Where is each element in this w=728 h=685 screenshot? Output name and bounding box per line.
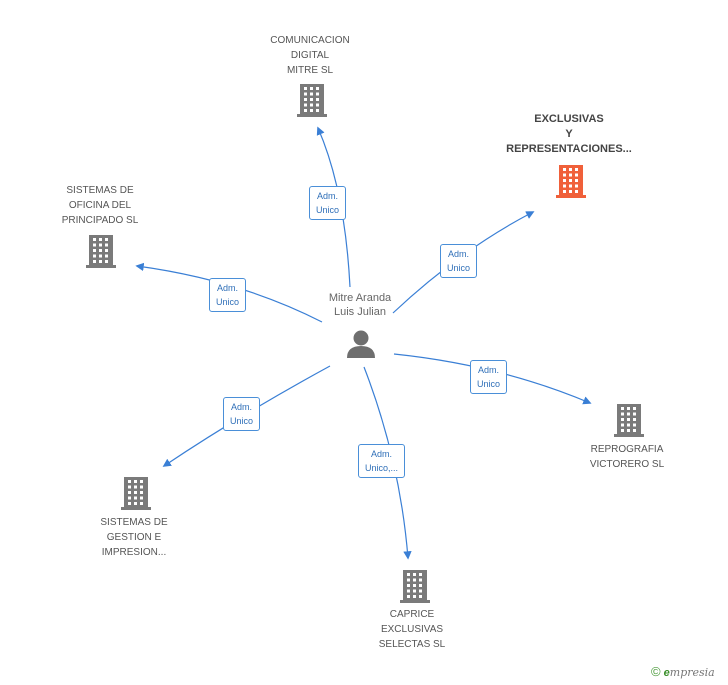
brand-e: e [663,667,670,679]
copyright-icon: © [651,664,661,679]
person-name[interactable]: Mitre Aranda Luis Julian [328,292,392,318]
node-label-exclusivas[interactable]: EXCLUSIVAS Y REPRESENTACIONES... [506,113,632,155]
node-label-sistemas-gestion[interactable]: SISTEMAS DE GESTION E IMPRESION... [100,517,168,558]
building-icon-caprice[interactable] [400,570,430,603]
edge-label-sistemas-oficina[interactable]: Adm. Unico [209,278,247,312]
building-icon-sistemas-oficina[interactable] [86,235,116,268]
edge-label-comunicacion[interactable]: Adm. Unico [309,186,347,220]
building-icon-exclusivas[interactable] [556,165,586,198]
node-label-sistemas-oficina[interactable]: SISTEMAS DE OFICINA DEL PRINCIPADO SL [61,185,139,226]
person-icon[interactable] [347,330,375,359]
empresia-brand[interactable]: © empresia [651,664,715,679]
building-icon-sistemas-gestion[interactable] [121,477,151,510]
edge-label-reprografia[interactable]: Adm. Unico [470,360,508,394]
node-label-comunicacion[interactable]: COMUNICACION DIGITAL MITRE SL [270,35,350,76]
edge-label-exclusivas[interactable]: Adm. Unico [440,244,478,278]
building-icon-reprografia[interactable] [614,404,644,437]
node-label-reprografia[interactable]: REPROGRAFIA VICTORERO SL [589,444,665,470]
edge-label-sistemas-gestion[interactable]: Adm. Unico [223,397,261,431]
node-label-caprice[interactable]: CAPRICE EXCLUSIVAS SELECTAS SL [378,609,446,650]
building-icon-comunicacion[interactable] [297,84,327,117]
edge-label-caprice[interactable]: Adm. Unico,... [358,444,406,478]
brand-name: mpresia [669,666,715,679]
